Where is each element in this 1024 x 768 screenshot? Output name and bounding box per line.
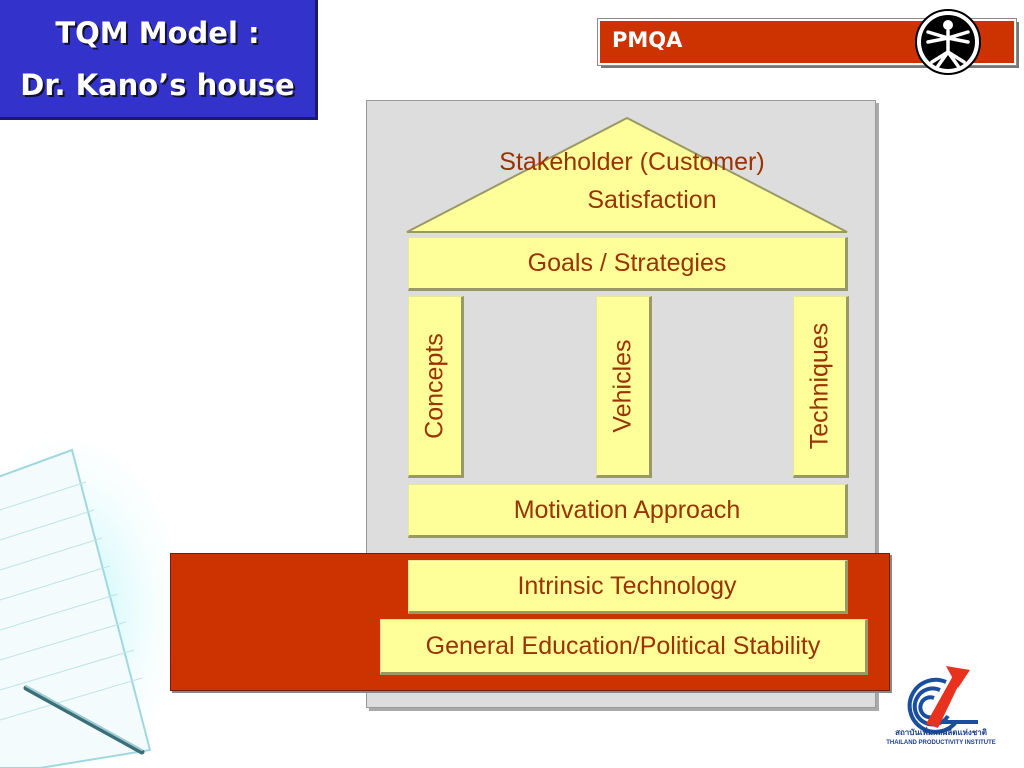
slide-title-box: TQM Model : Dr. Kano’s house bbox=[0, 0, 318, 120]
slide-title-line-2: Dr. Kano’s house bbox=[20, 67, 295, 102]
pillar-techniques-label: Techniques bbox=[805, 322, 834, 450]
intrinsic-technology-label: Intrinsic Technology bbox=[517, 571, 737, 600]
pmqa-label: PMQA bbox=[612, 28, 683, 52]
slide-title-line-1: TQM Model : bbox=[55, 15, 260, 50]
tpi-english-name: THAILAND PRODUCTIVITY INSTITUTE bbox=[886, 740, 996, 746]
pillar-vehicles-label: Vehicles bbox=[608, 339, 637, 433]
pillar-concepts-label: Concepts bbox=[420, 333, 449, 439]
vitruvian-man-icon bbox=[915, 9, 981, 75]
general-education-box: General Education/Political Stability bbox=[380, 619, 868, 675]
pillar-concepts: Concepts bbox=[408, 296, 464, 478]
notepad-pen-illustration bbox=[0, 440, 170, 768]
intrinsic-technology-box: Intrinsic Technology bbox=[408, 560, 848, 614]
goals-strategies-box: Goals / Strategies bbox=[408, 237, 848, 291]
goals-strategies-label: Goals / Strategies bbox=[527, 248, 727, 277]
tpi-logo-text: สถาบันเพิ่มผลผลิตแห่งชาติ THAILAND PRODU… bbox=[886, 728, 996, 748]
pillar-vehicles: Vehicles bbox=[596, 296, 652, 478]
house-roof bbox=[406, 116, 848, 233]
thailand-productivity-institute-logo bbox=[907, 666, 978, 734]
motivation-approach-label: Motivation Approach bbox=[513, 495, 741, 524]
tpi-thai-name: สถาบันเพิ่มผลผลิตแห่งชาติ bbox=[895, 728, 987, 737]
motivation-approach-box: Motivation Approach bbox=[408, 484, 848, 538]
roof-label-line-2: Satisfaction bbox=[587, 186, 717, 214]
pillar-techniques: Techniques bbox=[793, 296, 849, 478]
roof-label-line-1: Stakeholder (Customer) bbox=[499, 148, 765, 176]
general-education-label: General Education/Political Stability bbox=[425, 631, 821, 660]
